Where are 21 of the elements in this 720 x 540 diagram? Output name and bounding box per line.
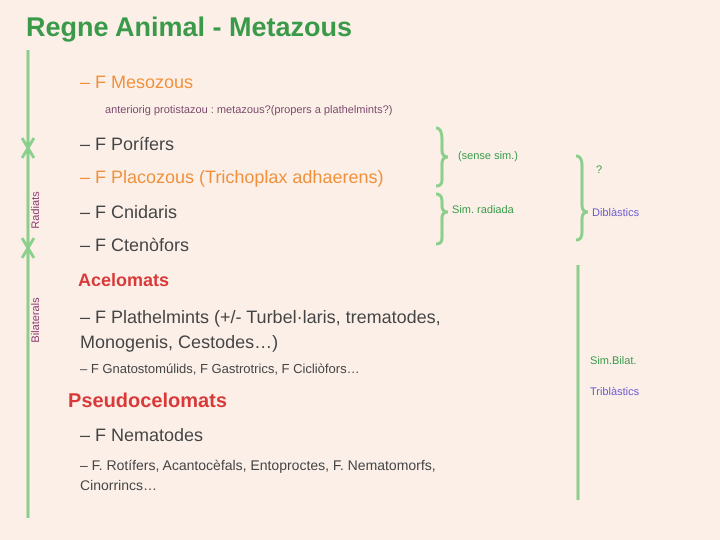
group-heading: Pseudocelomats — [68, 390, 227, 413]
group-heading: Acelomats — [78, 270, 170, 291]
bracket-label: ? — [596, 164, 602, 176]
list-item: – F. Rotífers, Acantocèfals, Entoproctes, F. Nematomorfs, Cinorrincs… — [80, 456, 437, 495]
list-item: – F Cnidaris — [80, 202, 178, 223]
side-label: Radiats — [30, 191, 42, 229]
side-label: Bilaterals — [30, 297, 42, 343]
bracket-label: Sim.Bilat. — [590, 355, 636, 367]
list-item: – F Plathelmints (+/- Turbel·laris, trematodes, Monogenis, Cestodes…) — [80, 306, 442, 354]
note-text: anteriorig protistazou : metazous?(propers a plathelmints?) — [105, 104, 392, 116]
bracket-label: Diblàstics — [592, 207, 640, 219]
bracket-label: (sense sim.) — [458, 150, 518, 162]
list-item: – F Nematodes — [80, 425, 204, 446]
slide-title: Regne Animal - Metazous — [26, 12, 352, 43]
list-item: – F Gnatostomúlids, F Gastrotrics, F Cicliòfors… — [80, 361, 360, 376]
list-item: – F Mesozous — [80, 72, 194, 93]
list-item: – F Placozous (Trichoplax adhaerens) — [80, 167, 384, 188]
list-item: – F Ctenòfors — [80, 235, 190, 256]
list-item: – F Porífers — [80, 134, 174, 155]
bracket-label: Triblàstics — [590, 386, 640, 398]
bracket-label: Sim. radiada — [452, 204, 514, 216]
